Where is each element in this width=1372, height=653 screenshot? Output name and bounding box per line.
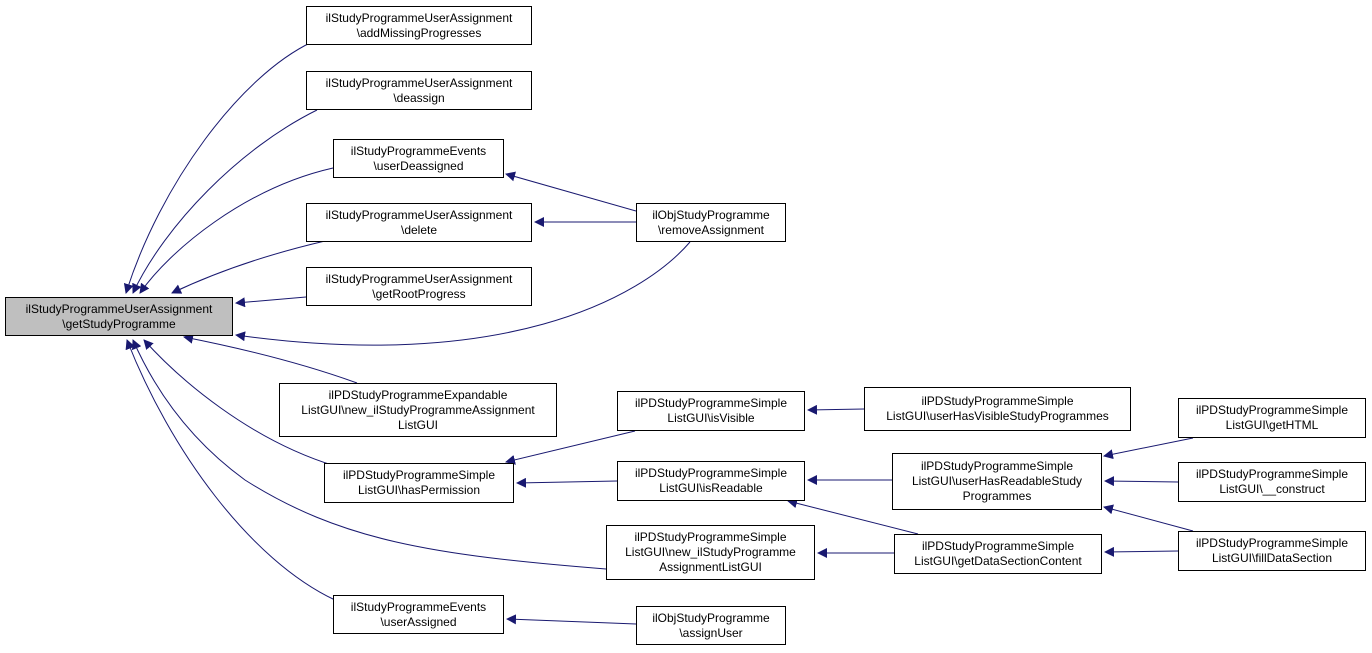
node-label-line: \assignUser <box>679 625 743 640</box>
node-label-line: ilPDStudyProgrammeSimple <box>1195 536 1349 550</box>
node-label-line: ilStudyProgrammeUserAssignment <box>325 10 513 25</box>
node-label-line: ilPDStudyProgrammeSimple <box>921 539 1075 553</box>
edge-deassign-to-root <box>132 109 318 294</box>
node-label-line: \removeAssignment <box>657 222 765 237</box>
node-label-line: ilStudyProgrammeEvents <box>350 599 487 614</box>
node-label-line: ListGUI\__construct <box>1219 482 1325 496</box>
node-label-line: Programmes <box>962 489 1032 503</box>
edge-userAss-to-root <box>125 339 336 601</box>
node-label-line: \addMissingProgresses <box>356 25 482 40</box>
node-label-line: ilStudyProgrammeEvents <box>350 143 487 158</box>
edge-addMiss-to-root <box>123 41 313 294</box>
node-delete[interactable]: ilStudyProgrammeUserAssignment\delete <box>306 203 532 242</box>
node-label-line: ListGUI\hasPermission <box>357 483 481 497</box>
node-label-line: ilPDStudyProgrammeSimple <box>1195 467 1349 481</box>
edge-removeAss-to-root <box>235 241 691 346</box>
node-label-line: ilPDStudyProgrammeSimple <box>634 466 788 480</box>
node-removeAss[interactable]: ilObjStudyProgramme\removeAssignment <box>636 203 786 242</box>
node-addMiss[interactable]: ilStudyProgrammeUserAssignment\addMissin… <box>306 6 532 45</box>
node-label-line: ListGUI\new_ilStudyProgramme <box>625 545 796 559</box>
node-label-line: ilStudyProgrammeUserAssignment <box>325 271 513 286</box>
node-label-line: \getRootProgress <box>372 286 466 301</box>
edge-removeAss-to-userDeas <box>505 171 637 212</box>
node-label-line: ilPDStudyProgrammeSimple <box>1195 403 1349 417</box>
node-label-line: ListGUI\getHTML <box>1225 418 1319 432</box>
node-getRoot[interactable]: ilStudyProgrammeUserAssignment\getRootPr… <box>306 267 532 306</box>
node-label-line: ilStudyProgrammeUserAssignment <box>325 75 513 90</box>
node-label-line: \delete <box>400 222 438 237</box>
node-label-line: ilObjStudyProgramme <box>652 610 770 625</box>
edge-isReadable-to-hasPerm <box>516 477 618 488</box>
node-label-line: AssignmentListGUI <box>659 560 762 574</box>
node-label-line: ilObjStudyProgramme <box>652 207 770 222</box>
edge-assignUser-to-userAss <box>506 614 637 625</box>
edge-expand-to-root <box>183 333 358 384</box>
node-label-line: ilPDStudyProgrammeSimple <box>634 396 788 410</box>
node-label-line: \getStudyProgramme <box>62 316 176 331</box>
node-label-line: ilPDStudyProgrammeExpandable <box>328 387 508 402</box>
edge-getDSC-to-isReadable <box>787 498 919 535</box>
node-label-line: ilPDStudyProgrammeSimple <box>921 394 1074 408</box>
node-userDeas[interactable]: ilStudyProgrammeEvents\userDeassigned <box>333 139 504 178</box>
node-userAss[interactable]: ilStudyProgrammeEvents\userAssigned <box>333 595 504 634</box>
node-label-line: ListGUI\getDataSectionContent <box>914 554 1082 568</box>
edge-getHTML-to-userHasRead <box>1103 437 1194 460</box>
node-deassign[interactable]: ilStudyProgrammeUserAssignment\deassign <box>306 71 532 110</box>
node-label-line: ListGUI <box>397 417 438 432</box>
edge-fillDS-to-userHasRead <box>1103 504 1194 532</box>
node-label-line: ilPDStudyProgrammeSimple <box>634 530 787 544</box>
node-label-line: ListGUI\userHasVisibleStudyProgrammes <box>886 409 1109 423</box>
edge-hasPerm-to-root <box>143 339 336 467</box>
node-label-line: ListGUI\userHasReadableStudy <box>911 474 1083 488</box>
node-label-line: \userDeassigned <box>373 158 464 173</box>
edge-newAssign-to-root <box>132 339 607 570</box>
edge-userDeas-to-root <box>139 167 334 294</box>
edge-delete-to-root <box>171 240 326 294</box>
edge-fillDS-to-getDSC <box>1104 546 1179 557</box>
node-label-line: ListGUI\isVisible <box>667 411 755 425</box>
edge-construct-to-userHasRead <box>1104 476 1179 487</box>
edge-userHasVis-to-isVisible <box>807 404 865 415</box>
node-label-line: ilStudyProgrammeUserAssignment <box>25 301 213 316</box>
node-label-line: ListGUI\new_ilStudyProgrammeAssignment <box>301 402 535 417</box>
node-label-line: ilPDStudyProgrammeSimple <box>342 468 496 482</box>
node-label-line: ilPDStudyProgrammeSimple <box>920 459 1074 473</box>
node-label-line: \deassign <box>393 90 445 105</box>
node-label-line: ilStudyProgrammeUserAssignment <box>325 207 513 222</box>
node-label-line: \userAssigned <box>380 614 457 629</box>
edge-getRoot-to-root <box>235 296 307 308</box>
node-label-line: ListGUI\isReadable <box>659 481 763 495</box>
edge-isVisible-to-hasPerm <box>505 430 636 465</box>
node-root: ilStudyProgrammeUserAssignment\getStudyP… <box>5 297 233 336</box>
node-label-line: ListGUI\fillDataSection <box>1211 551 1333 565</box>
node-assignUser[interactable]: ilObjStudyProgramme\assignUser <box>636 606 786 645</box>
